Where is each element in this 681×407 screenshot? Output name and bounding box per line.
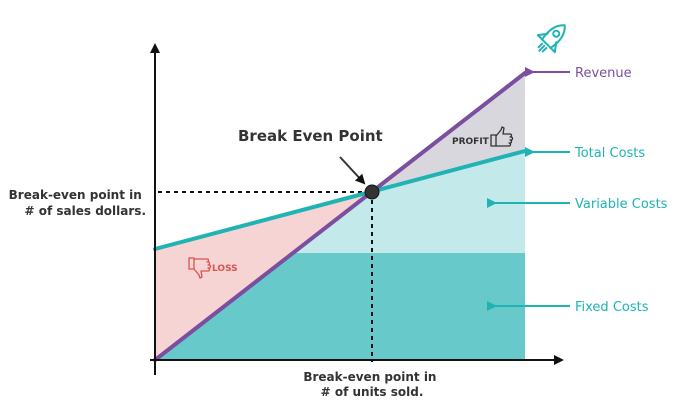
total-costs-label: Total Costs xyxy=(574,146,645,161)
revenue-label: Revenue xyxy=(575,66,632,81)
thumbs-down-icon xyxy=(188,257,212,279)
y-marker-label: Break-even point in # of sales dollars. xyxy=(9,188,146,218)
variable-costs-label: Variable Costs xyxy=(575,197,668,212)
total-costs-line xyxy=(153,149,527,251)
loss-label: LOSS xyxy=(212,264,238,274)
y-marker-label-line-2: # of sales dollars. xyxy=(25,204,146,218)
profit-label: PROFIT xyxy=(452,137,490,147)
fixed-costs-label: Fixed Costs xyxy=(575,300,649,315)
revenue-line xyxy=(153,71,527,362)
x-marker-label-line-2: # of units sold. xyxy=(321,385,424,399)
loss-tag: LOSS xyxy=(188,257,238,279)
title-pointer-arrow xyxy=(339,156,366,185)
break-even-point-dot xyxy=(364,184,380,200)
profit-tag: PROFIT xyxy=(452,126,514,147)
y-marker-label-line-1: Break-even point in xyxy=(9,188,142,202)
diagram-title: Break Even Point xyxy=(238,127,383,145)
x-marker-label: Break-even point in # of units sold. xyxy=(303,370,440,399)
x-marker-label-line-1: Break-even point in xyxy=(303,370,436,384)
rocket-icon xyxy=(536,24,566,54)
thumbs-up-icon xyxy=(490,126,514,147)
